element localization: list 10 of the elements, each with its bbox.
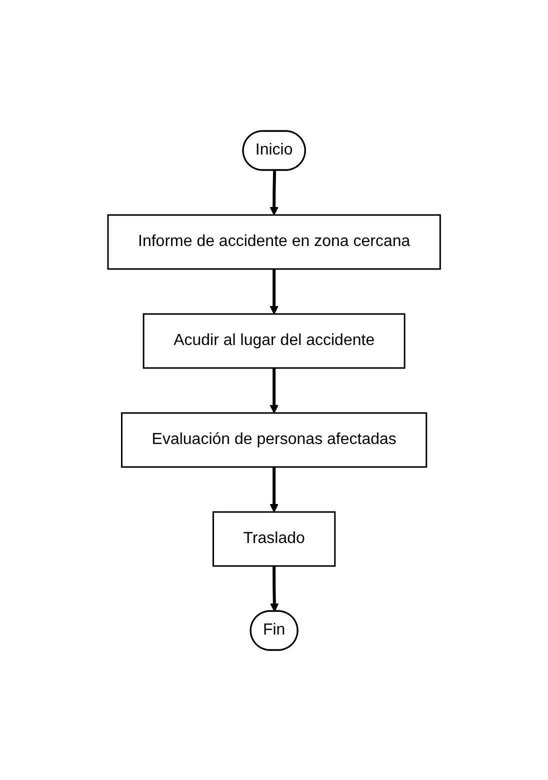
arrow (270, 170, 278, 215)
arrow (270, 268, 278, 314)
arrow (270, 466, 278, 512)
arrow (270, 566, 279, 612)
node-box (212, 510, 336, 566)
flowchart-drawing: Inicio Informe de accidente en zona cercana Acudir al lugar del accidente Evaluación de personas afectadas Traslado Fin (100, 122, 448, 658)
node-box (120, 412, 428, 468)
node-box (107, 214, 441, 270)
arrow (270, 368, 278, 413)
node-box (142, 312, 406, 368)
